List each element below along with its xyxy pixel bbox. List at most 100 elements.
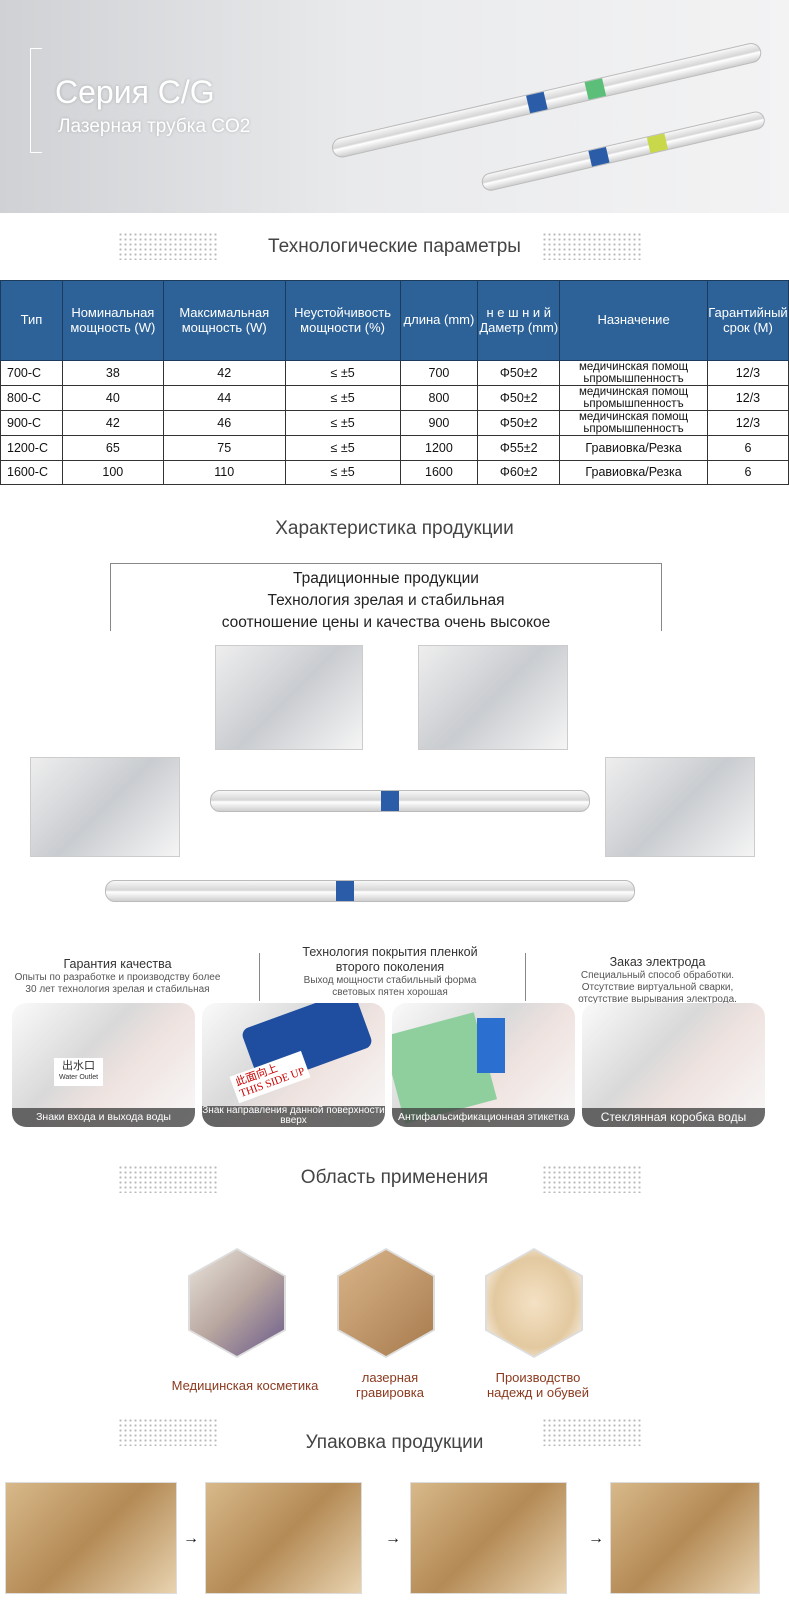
application-shoes-image — [485, 1248, 583, 1358]
application-engraving-image — [337, 1248, 435, 1358]
table-cell: ≤ ±5 — [284, 359, 401, 387]
table-cell: медичинская помощ ьпромышпенностъ — [559, 410, 708, 437]
table-cell: Гравиовка/Резка — [559, 459, 708, 486]
table-cell: 38 — [61, 359, 164, 387]
hero-subtitle: Лазерная трубка CO2 — [58, 116, 251, 137]
decor-dots — [542, 1418, 642, 1446]
feature-line: Традиционные продукции — [293, 570, 479, 587]
table-cell: 42 — [61, 410, 164, 437]
table-cell: 900 — [399, 410, 479, 437]
table-cell: 1200-C — [0, 435, 63, 461]
table-cell: 65 — [61, 435, 164, 461]
table-cell: медичинская помощ ьпромышпенностъ — [559, 359, 708, 387]
divider — [525, 953, 526, 1001]
table-cell: 75 — [162, 435, 286, 461]
table-cell: 12/3 — [706, 410, 789, 437]
table-cell: 800-C — [0, 385, 63, 412]
table-cell: 42 — [162, 359, 286, 387]
table-cell: 110 — [162, 459, 286, 486]
table-cell: 900-C — [0, 410, 63, 437]
divider — [259, 953, 260, 1001]
table-cell: Φ50±2 — [477, 359, 561, 387]
table-header-cell: Номинальная мощность (W) — [61, 280, 164, 361]
section-title-params: Технологические параметры — [268, 236, 521, 257]
table-cell: ≤ ±5 — [284, 459, 401, 486]
product-photo-detail — [605, 757, 755, 857]
table-header-cell: Гарантийный срок (M) — [706, 280, 789, 361]
packaging-photo-boxes — [5, 1482, 177, 1594]
decor-dots — [118, 1165, 218, 1193]
arrow-icon: → — [385, 1530, 401, 1547]
table-header-cell: длина (mm) — [399, 280, 479, 361]
table-cell: Φ50±2 — [477, 410, 561, 437]
table-cell: Φ60±2 — [477, 459, 561, 486]
table-cell: ≤ ±5 — [284, 385, 401, 412]
table-cell: 800 — [399, 385, 479, 412]
product-photo-detail — [30, 757, 180, 857]
table-cell: 40 — [61, 385, 164, 412]
laser-tube-image — [210, 790, 590, 812]
arrow-icon: → — [588, 1530, 604, 1547]
product-photo-detail — [418, 645, 568, 750]
feature-caption: Технология покрытия пленкой второго поко… — [302, 945, 478, 998]
decor-dots — [118, 232, 218, 260]
table-cell: Гравиовка/Резка — [559, 435, 708, 461]
decor-dots — [542, 232, 642, 260]
decor-dots — [542, 1165, 642, 1193]
table-header-cell: Назначение — [559, 280, 708, 361]
packaging-photo-foam — [410, 1482, 567, 1594]
hero-bracket — [30, 48, 42, 153]
packaging-photo-sealed — [610, 1482, 760, 1594]
application-caption: Производство надежд и обувей — [487, 1370, 589, 1400]
table-cell: 44 — [162, 385, 286, 412]
table-cell: 700-C — [0, 359, 63, 387]
detail-photo-anti-fake: Антифальсификационная этикетка — [392, 1003, 575, 1127]
table-cell: медичинская помощ ьпромышпенностъ — [559, 385, 708, 412]
laser-tube-image — [105, 880, 635, 902]
table-cell: 12/3 — [706, 359, 789, 387]
application-caption: Медицинская косметика — [171, 1378, 319, 1393]
section-title-packaging: Упаковка продукции — [305, 1432, 484, 1453]
table-cell: 6 — [706, 435, 789, 461]
table-cell: 100 — [61, 459, 164, 486]
packaging-photo-open-box — [205, 1482, 362, 1594]
table-cell: ≤ ±5 — [284, 410, 401, 437]
hero-title: Серия C/G — [55, 74, 215, 110]
table-cell: Φ50±2 — [477, 385, 561, 412]
hero-banner: Серия C/G Лазерная трубка CO2 — [0, 0, 789, 213]
table-cell: 6 — [706, 459, 789, 486]
application-medical-image — [188, 1248, 286, 1358]
laser-tube-image-2 — [480, 109, 767, 193]
table-cell: Φ55±2 — [477, 435, 561, 461]
table-cell: 12/3 — [706, 385, 789, 412]
feature-line: соотношение цены и качества очень высоко… — [221, 614, 551, 631]
features-box: Традиционные продукции Технология зрелая… — [110, 563, 662, 631]
table-cell: ≤ ±5 — [284, 435, 401, 461]
table-header-cell: Неустойчивость мощности (%) — [284, 280, 401, 361]
table-cell: 1600-C — [0, 459, 63, 486]
product-photo-detail — [215, 645, 363, 750]
table-cell: 1600 — [399, 459, 479, 486]
table-header-cell: Тип — [0, 280, 63, 361]
arrow-icon: → — [183, 1530, 199, 1547]
section-title-features: Характеристика продукции — [275, 518, 514, 539]
feature-line: Технология зрелая и стабильная — [267, 592, 505, 609]
application-caption: лазерная гравировка — [356, 1370, 424, 1400]
detail-photo-glass-water-box: Стеклянная коробка воды — [582, 1003, 765, 1127]
table-header-cell: Максимальная мощность (W) — [162, 280, 286, 361]
table-cell: 1200 — [399, 435, 479, 461]
table-cell: 700 — [399, 359, 479, 387]
decor-dots — [118, 1418, 218, 1446]
section-title-applications: Область применения — [300, 1167, 489, 1188]
table-header-cell: н е ш н и й Даметр (mm) — [477, 280, 561, 361]
